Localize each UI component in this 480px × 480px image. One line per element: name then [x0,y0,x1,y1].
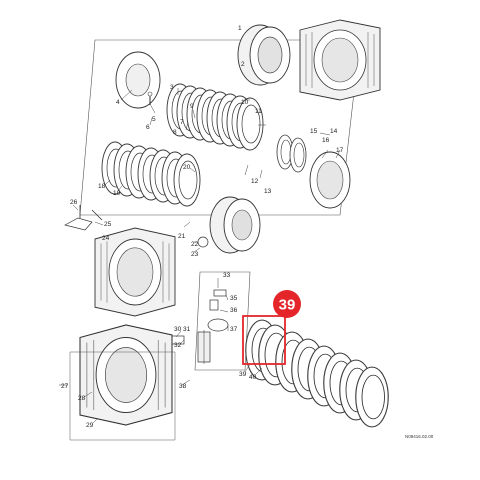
clutch-drum [237,24,291,86]
part-label-28: 28 [78,395,86,402]
highlight-box [242,315,286,365]
part-label-10: 10 [241,99,249,106]
part-label-24: 24 [102,235,110,242]
part-label-2: 2 [241,61,245,68]
part-label-8: 8 [173,129,177,136]
part-label-29: 29 [86,422,94,429]
part-label-16: 16 [322,137,330,144]
part-label-30: 30 [174,326,182,333]
part-label-12: 12 [251,178,259,185]
part-label-18: 18 [98,183,106,190]
part-label-38: 38 [179,383,187,390]
part-label-15: 15 [310,128,318,135]
bottom-disc-stack [245,319,389,428]
valve-assembly [171,271,251,371]
part-label-37: 37 [230,326,238,333]
part-label-39: 39 [239,371,247,378]
part-label-11: 11 [255,108,262,115]
part-label-32: 32 [174,342,182,349]
upper-disc-stack [166,83,264,151]
highlight-badge[interactable]: 39 [273,290,301,318]
bottom-housing-frame [69,351,176,441]
part-label-1: 1 [238,25,242,32]
small-bearing [197,236,209,248]
part-label-40: 40 [249,374,257,381]
part-label-22: 22 [191,241,199,248]
right-ring-group [276,134,351,209]
part-label-4: 4 [116,99,120,106]
badge-label: 39 [279,297,296,314]
part-label-20: 20 [183,164,191,171]
part-label-14: 14 [330,128,338,135]
bottom-housing [79,324,173,426]
part-label-6: 6 [146,124,150,131]
part-label-33: 33 [223,272,231,279]
part-label-31: 31 [183,326,191,333]
part-label-3: 3 [170,84,174,91]
badge-circle [273,290,301,318]
top-housing [299,19,381,101]
part-labels: 1234567891011121314151617181920212223242… [61,25,344,429]
bracket-parts [64,205,103,231]
part-label-17: 17 [336,147,344,154]
reference-code: N09416.02.00 [405,434,434,439]
part-label-21: 21 [178,233,186,240]
part-label-36: 36 [230,307,238,314]
part-label-7: 7 [180,119,184,126]
part-label-23: 23 [191,251,199,258]
pin [147,91,153,105]
part-label-25: 25 [104,221,112,228]
pressure-plate [115,51,161,109]
part-label-19: 19 [113,190,121,197]
piston [209,196,261,254]
part-label-5: 5 [152,116,156,123]
part-label-26: 26 [70,199,78,206]
part-label-27: 27 [61,383,69,390]
part-label-13: 13 [264,188,272,195]
part-label-35: 35 [230,295,238,302]
part-label-9: 9 [190,103,194,110]
leader-lines [59,88,341,424]
